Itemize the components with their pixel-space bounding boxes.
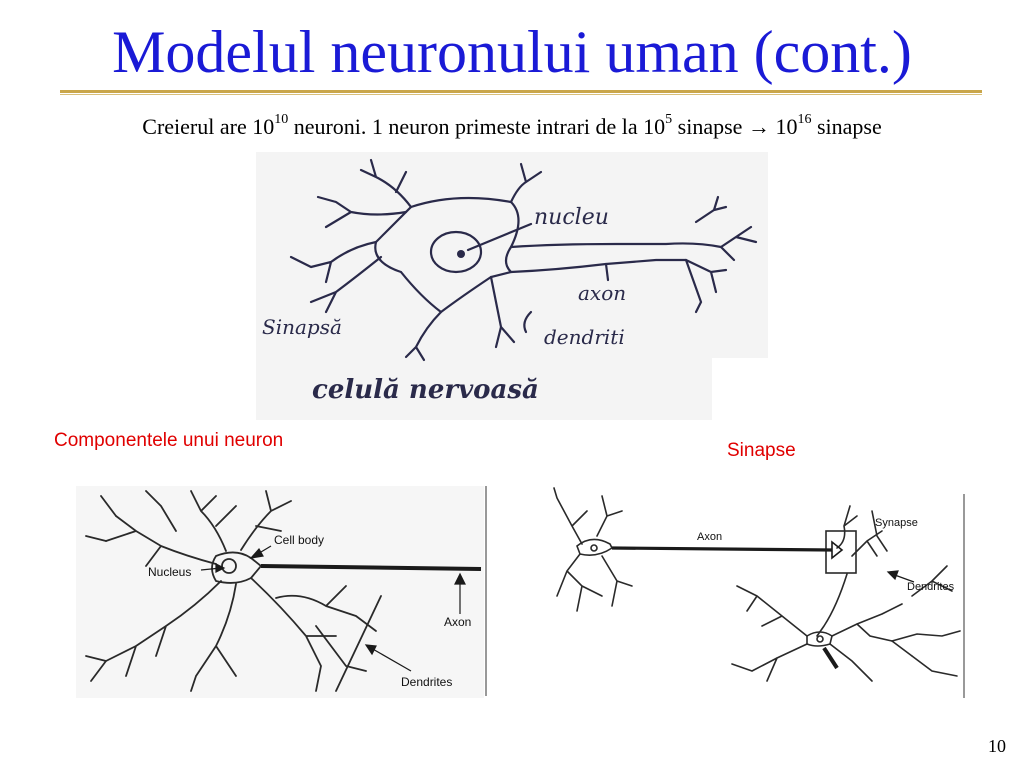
neuron-components-diagram: Cell body Nucleus Axon Dendrites (76, 486, 487, 698)
slide-title: Modelul neuronului uman (cont.) (112, 19, 912, 85)
exponent-neurons: 10 (274, 112, 289, 127)
title-divider-thin (60, 94, 982, 95)
neuron-count-statement: Creierul are 1010 neuroni. 1 neuron prim… (0, 112, 1024, 140)
label-synapse: Synapse (875, 517, 918, 529)
label-axon-synapse: Axon (697, 531, 722, 543)
sketch-label-axon: axon (578, 281, 626, 305)
synapse-diagram: Axon Synapse Dendrites (553, 487, 965, 698)
statement-part-1: Creierul are 10 (142, 114, 275, 139)
sketch-label-nucleus: nucleu (534, 205, 609, 230)
exponent-total-synapses: 16 (797, 112, 812, 127)
synapse-caption: Sinapse (727, 440, 796, 461)
arrow-icon: → (747, 114, 770, 139)
exponent-synapses-per-neuron: 5 (665, 112, 673, 127)
title-divider (60, 90, 982, 93)
label-dendrites: Dendrites (401, 675, 452, 689)
sketch-caption: celulă nervoasă (312, 375, 539, 405)
sketch-label-dendrites: dendriti (544, 325, 625, 349)
page-number: 10 (988, 736, 1006, 756)
nucleus-dot (457, 250, 465, 258)
neuron-components-caption: Componentele unui neuron (54, 430, 284, 451)
statement-part-2: neuroni. 1 neuron primeste intrari de la… (288, 114, 666, 139)
hand-drawn-neuron-sketch: nucleu axon dendriti Sinapsă celulă nerv… (256, 152, 768, 420)
sketch-label-synapse: Sinapsă (262, 315, 342, 339)
statement-part-5: sinapse (811, 114, 882, 139)
label-axon: Axon (444, 615, 471, 629)
statement-part-3: sinapse (672, 114, 748, 139)
statement-part-4: 10 (769, 114, 798, 139)
label-nucleus: Nucleus (148, 565, 191, 579)
label-cell-body: Cell body (274, 533, 324, 547)
label-dendrites-synapse: Dendrites (907, 581, 955, 593)
